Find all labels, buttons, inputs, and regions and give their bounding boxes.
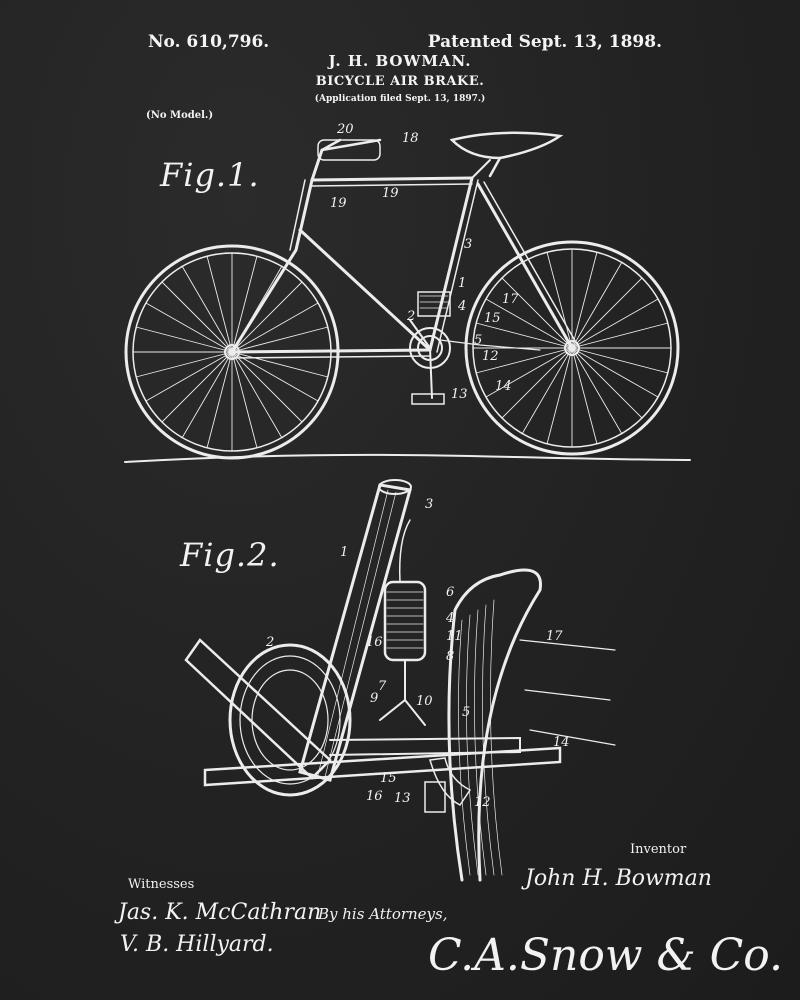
handlebar-and-saddle <box>317 131 564 178</box>
f1-label-2: 2 <box>406 309 415 324</box>
f2-label-16b: 16 <box>366 789 383 804</box>
figure-2-detail-drawing <box>184 479 616 882</box>
patent-title: BICYCLE AIR BRAKE. <box>315 74 485 89</box>
patent-date: Patented Sept. 13, 1898. <box>427 32 662 52</box>
f2-label-16a: 16 <box>366 635 383 650</box>
f2-label-6: 6 <box>446 585 454 600</box>
witnesses-label: Witnesses <box>128 877 195 892</box>
front-wheel <box>464 240 680 456</box>
brake-mechanism <box>409 291 541 405</box>
f2-label-11: 11 <box>446 629 463 644</box>
witness-2-signature: V. B. Hillyard. <box>120 932 274 957</box>
application-date: (Application filed Sept. 13, 1897.) <box>314 94 486 104</box>
f1-label-13: 13 <box>451 387 468 402</box>
f2-label-12: 12 <box>474 795 491 810</box>
witness-1-signature: Jas. K. McCathran <box>118 900 322 925</box>
f2-label-10: 10 <box>416 694 433 709</box>
f1-label-19a: 19 <box>330 196 347 211</box>
f2-label-15: 15 <box>380 771 397 786</box>
f2-label-14: 14 <box>553 735 570 750</box>
f1-label-19b: 19 <box>382 186 399 201</box>
bicycle-frame <box>230 148 579 359</box>
f2-label-3: 3 <box>425 497 433 512</box>
f2-label-17: 17 <box>546 629 563 644</box>
f2-label-1: 1 <box>340 545 348 560</box>
inventor-label: Inventor <box>630 842 687 857</box>
f1-label-5: 5 <box>474 333 482 348</box>
f1-label-12: 12 <box>482 349 499 364</box>
patent-number: No. 610,796. <box>148 32 270 52</box>
attorney-firm-signature: C.A.Snow & Co. <box>428 930 783 981</box>
f1-label-4: 4 <box>457 299 466 314</box>
inventor-name: J. H. BOWMAN. <box>328 52 472 70</box>
f1-label-3: 3 <box>464 237 472 252</box>
f2-label-2: 2 <box>265 635 274 650</box>
f1-label-14: 14 <box>495 379 512 394</box>
f2-label-7: 7 <box>378 679 387 694</box>
inventor-signature: John H. Bowman <box>525 866 712 891</box>
f1-label-1: 1 <box>458 276 466 291</box>
f2-label-4: 4 <box>445 611 454 626</box>
f2-label-13: 13 <box>394 791 411 806</box>
no-model-note: (No Model.) <box>146 110 214 121</box>
f1-label-20: 20 <box>336 122 354 137</box>
f1-label-15: 15 <box>484 311 501 326</box>
figure-1-label: Fig.1. <box>160 156 260 194</box>
attorneys-label: By his Attorneys, <box>318 905 448 923</box>
f2-label-8: 8 <box>446 649 454 664</box>
f2-label-9: 9 <box>370 691 378 706</box>
f1-label-18: 18 <box>402 131 419 146</box>
figure-2-label: Fig.2. <box>180 536 280 574</box>
f1-label-17: 17 <box>502 292 519 307</box>
f2-label-5: 5 <box>462 705 470 720</box>
